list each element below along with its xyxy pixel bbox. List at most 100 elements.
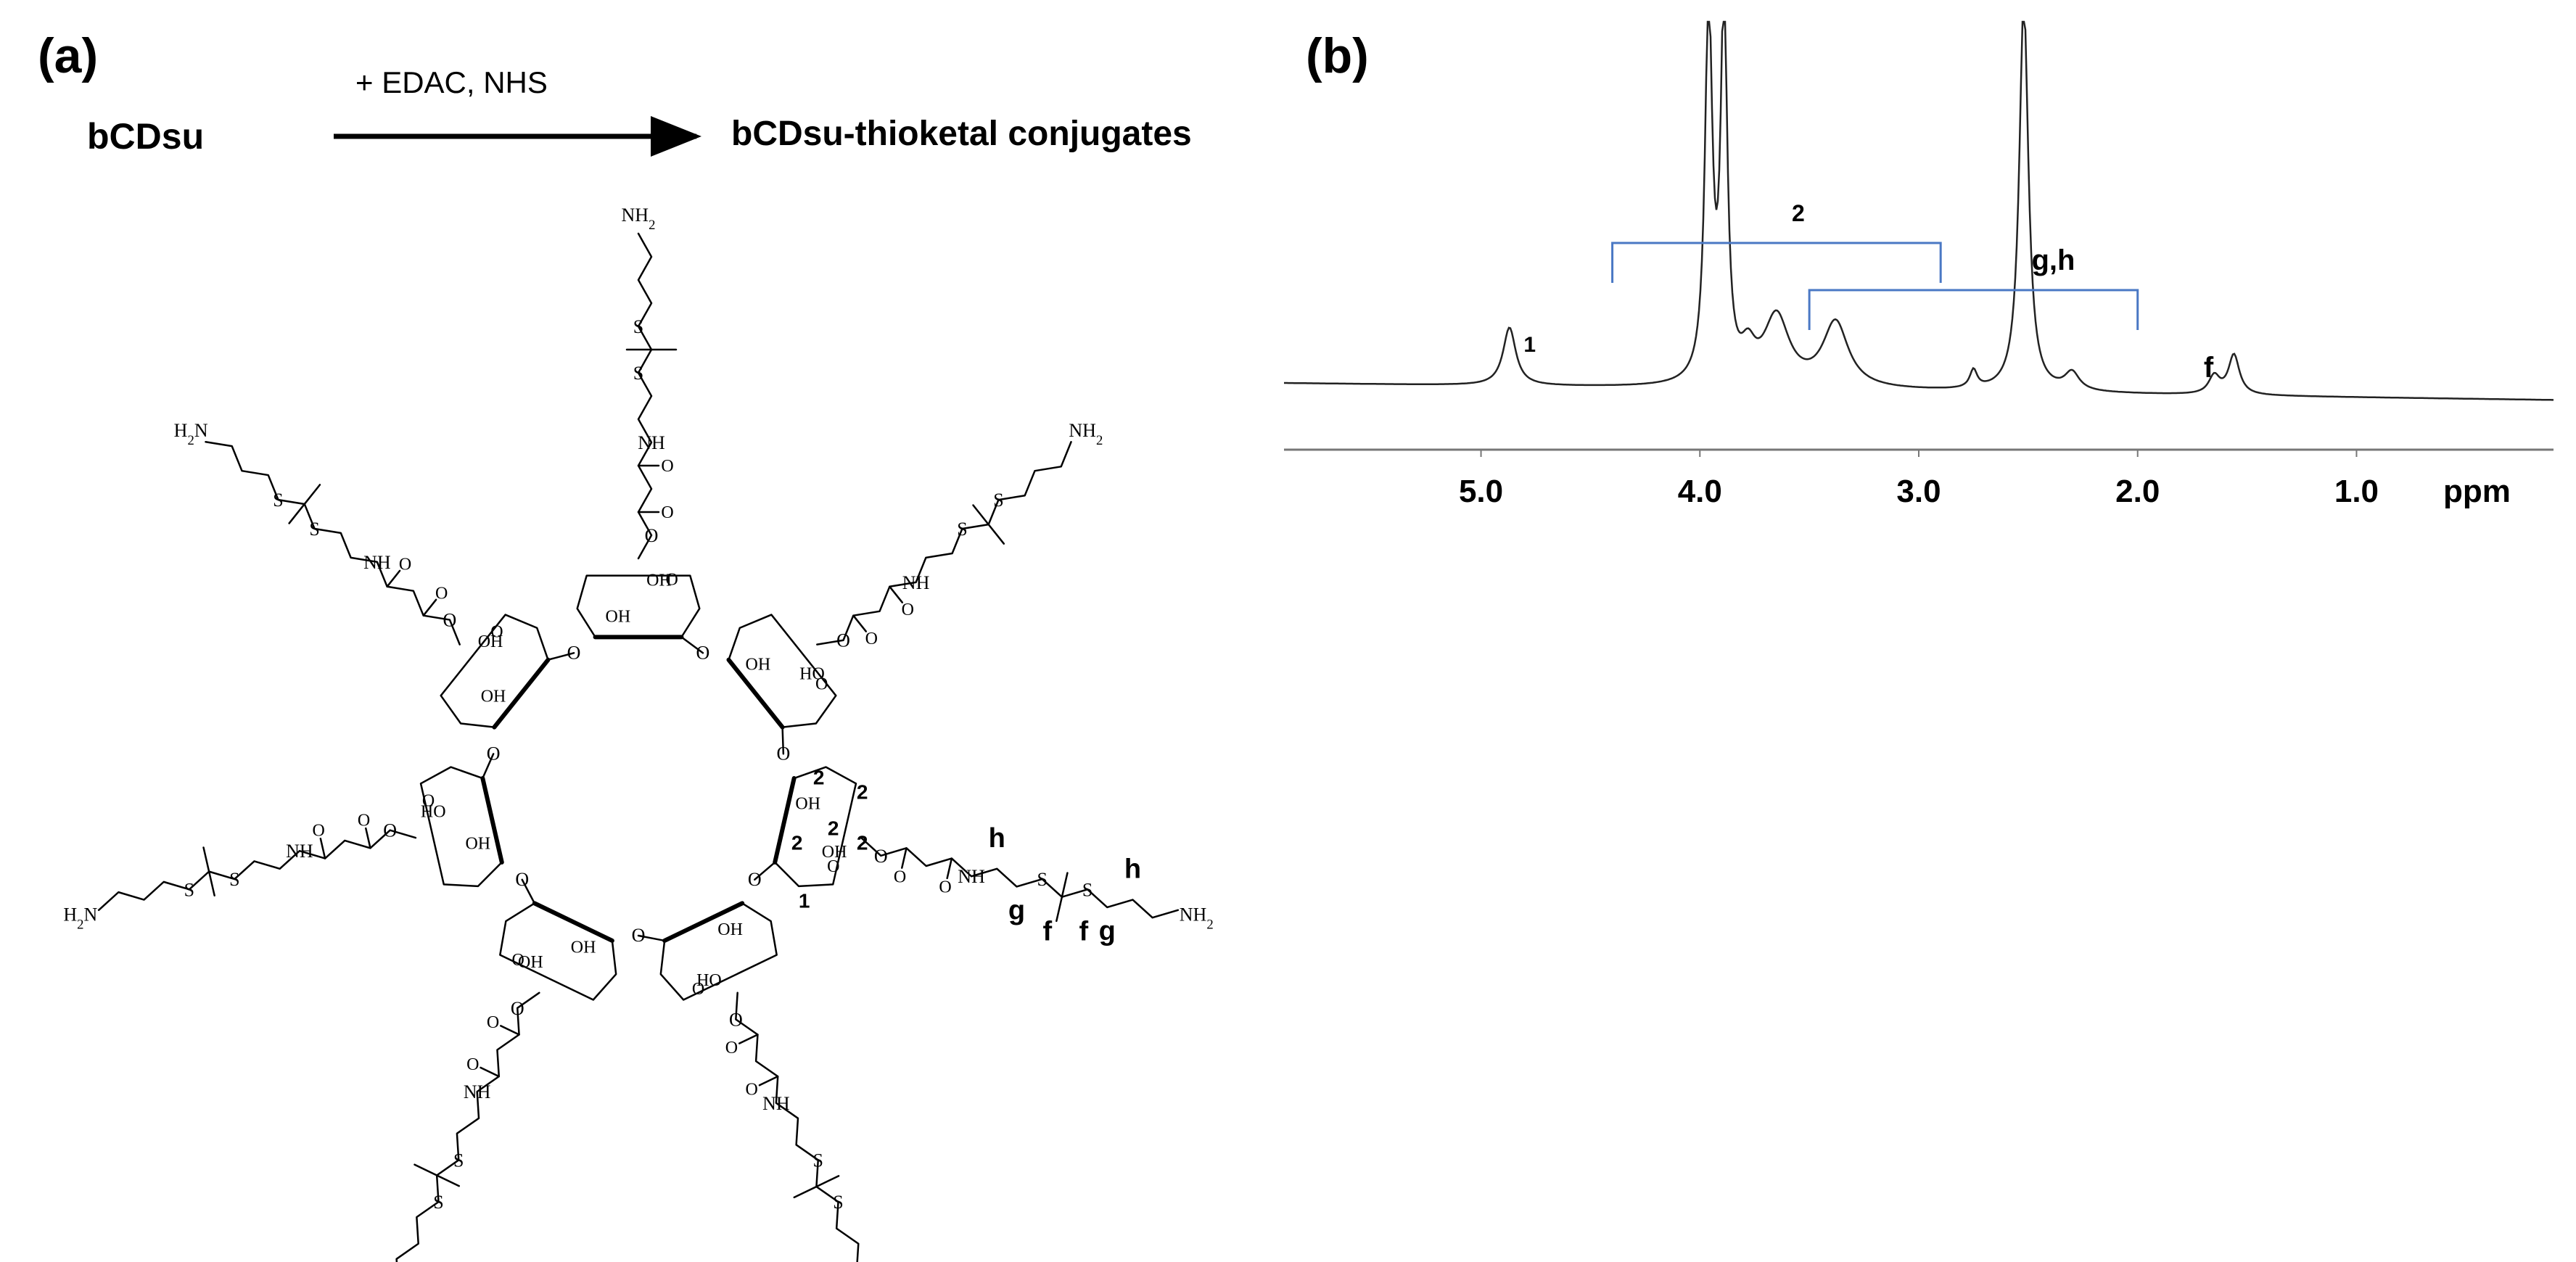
wedge-bond bbox=[662, 901, 745, 943]
sulfur-atom: S bbox=[309, 519, 319, 540]
label-pos-2: 2 bbox=[813, 767, 825, 789]
glycosidic-bond bbox=[680, 636, 704, 654]
hydroxyl-group: OH bbox=[646, 571, 672, 590]
methyl-branch bbox=[303, 484, 321, 506]
ring-oxygen: O bbox=[666, 571, 678, 590]
linker-chain bbox=[735, 991, 860, 1262]
sulfur-atom: S bbox=[957, 519, 967, 540]
carbonyl-bond bbox=[852, 614, 868, 632]
wedge-bond bbox=[480, 776, 504, 865]
carbonyl-bond bbox=[365, 827, 371, 849]
peak-label-gh: g,h bbox=[2031, 244, 2075, 276]
glycosidic-oxygen: O bbox=[776, 743, 790, 764]
carbonyl-oxygen: O bbox=[399, 556, 411, 574]
methyl-branch bbox=[413, 1163, 438, 1176]
carbonyl-oxygen: O bbox=[661, 457, 673, 476]
glycosidic-bond bbox=[637, 934, 666, 942]
carbonyl-bond bbox=[946, 857, 953, 880]
ester-oxygen: O bbox=[383, 820, 397, 841]
glycosidic-bond bbox=[547, 652, 575, 661]
carbonyl-bond bbox=[889, 585, 904, 603]
ester-oxygen: O bbox=[729, 1009, 743, 1030]
amide-nh: NH bbox=[286, 841, 313, 862]
linker-chain bbox=[860, 836, 1180, 919]
label-f: f bbox=[1043, 917, 1053, 947]
amide-nh: NH bbox=[464, 1081, 491, 1102]
linker-chain bbox=[205, 441, 461, 646]
thioketal-arms: OOONHSSNH2OOONHSSNH2OOONHSSNH2OOONHSSNH2… bbox=[63, 205, 1214, 1262]
carbonyl-oxygen: O bbox=[313, 822, 325, 841]
wedge-bond bbox=[726, 657, 785, 730]
ester-oxygen: O bbox=[836, 630, 850, 651]
sulfur-atom: S bbox=[184, 879, 194, 900]
carbonyl-oxygen: O bbox=[865, 630, 878, 648]
carbonyl-bond bbox=[500, 1025, 520, 1036]
hydroxyl-group: OH bbox=[478, 632, 503, 651]
sulfur-atom: S bbox=[453, 1150, 464, 1171]
carbonyl-bond bbox=[758, 1075, 779, 1086]
hydroxyl-group: OH bbox=[795, 794, 820, 813]
glycosidic-oxygen: O bbox=[748, 869, 762, 890]
spectrum-trace bbox=[1284, 20, 2554, 401]
label-pos-2: 2 bbox=[828, 817, 839, 840]
linker-chain bbox=[816, 441, 1072, 646]
carbonyl-oxygen: O bbox=[725, 1039, 738, 1057]
wedge-bond bbox=[532, 901, 614, 943]
glycosidic-oxygen: O bbox=[487, 743, 501, 764]
product-label: bCDsu-thioketal conjugates bbox=[731, 115, 1192, 153]
label-pos-1: 1 bbox=[799, 890, 810, 912]
methyl-branch bbox=[288, 503, 306, 524]
methyl-branch bbox=[202, 846, 210, 873]
hydroxyl-group: OH bbox=[606, 608, 631, 627]
glycosidic-oxygen: O bbox=[696, 642, 710, 663]
panel-a: (a) + EDAC, NHS bCDsu bCDsu-thioketal co… bbox=[38, 28, 1214, 1262]
reagents-label: + EDAC, NHS bbox=[355, 65, 548, 99]
amide-nh: NH bbox=[958, 866, 985, 887]
sulfur-atom: S bbox=[633, 316, 643, 337]
linker-chain bbox=[637, 232, 653, 560]
carbonyl-oxygen: O bbox=[435, 584, 448, 603]
x-tick-label: 3.0 bbox=[1896, 474, 1941, 509]
methyl-branch bbox=[793, 1185, 818, 1199]
hydroxyl-group: OH bbox=[571, 938, 596, 957]
hydroxyl-group: OH bbox=[822, 843, 847, 862]
panel-a-label: (a) bbox=[38, 28, 98, 83]
terminal-amine: NH2 bbox=[622, 205, 656, 233]
glycosidic-oxygen: O bbox=[567, 642, 581, 663]
terminal-amine: NH2 bbox=[1069, 420, 1103, 448]
label-h: h bbox=[989, 823, 1005, 854]
sulfur-atom: S bbox=[833, 1192, 843, 1213]
wedge-bond bbox=[492, 657, 551, 730]
carbonyl-bond bbox=[738, 1034, 759, 1044]
assignment-bracket bbox=[1611, 242, 1942, 283]
glycosidic-oxygen: O bbox=[632, 925, 646, 946]
ring-oxygen: O bbox=[490, 622, 503, 641]
label-pos-2: 2 bbox=[857, 832, 868, 854]
peak-label-2: 2 bbox=[1792, 200, 1805, 226]
ring-oxygen: O bbox=[511, 951, 524, 970]
x-tick-label: 2.0 bbox=[2115, 474, 2160, 509]
label-f: f bbox=[1079, 917, 1089, 947]
label-g: g bbox=[1008, 895, 1025, 925]
carbonyl-bond bbox=[422, 598, 437, 616]
carbonyl-oxygen: O bbox=[745, 1080, 757, 1099]
label-pos-2: 2 bbox=[857, 781, 868, 804]
glycosidic-bond bbox=[521, 878, 536, 904]
peak-label-1: 1 bbox=[1523, 333, 1536, 357]
sulfur-atom: S bbox=[1082, 879, 1092, 900]
ester-oxygen: O bbox=[645, 525, 659, 546]
label-pos-2: 2 bbox=[791, 832, 803, 854]
sulfur-atom: S bbox=[433, 1192, 443, 1213]
amide-nh: NH bbox=[902, 572, 930, 593]
carbonyl-oxygen: O bbox=[661, 503, 673, 522]
methyl-branch bbox=[1055, 896, 1063, 923]
terminal-amine: H2N bbox=[174, 420, 208, 448]
x-tick-label: 4.0 bbox=[1678, 474, 1722, 509]
assignment-bracket bbox=[1808, 289, 2139, 330]
linker-chain bbox=[395, 991, 540, 1262]
